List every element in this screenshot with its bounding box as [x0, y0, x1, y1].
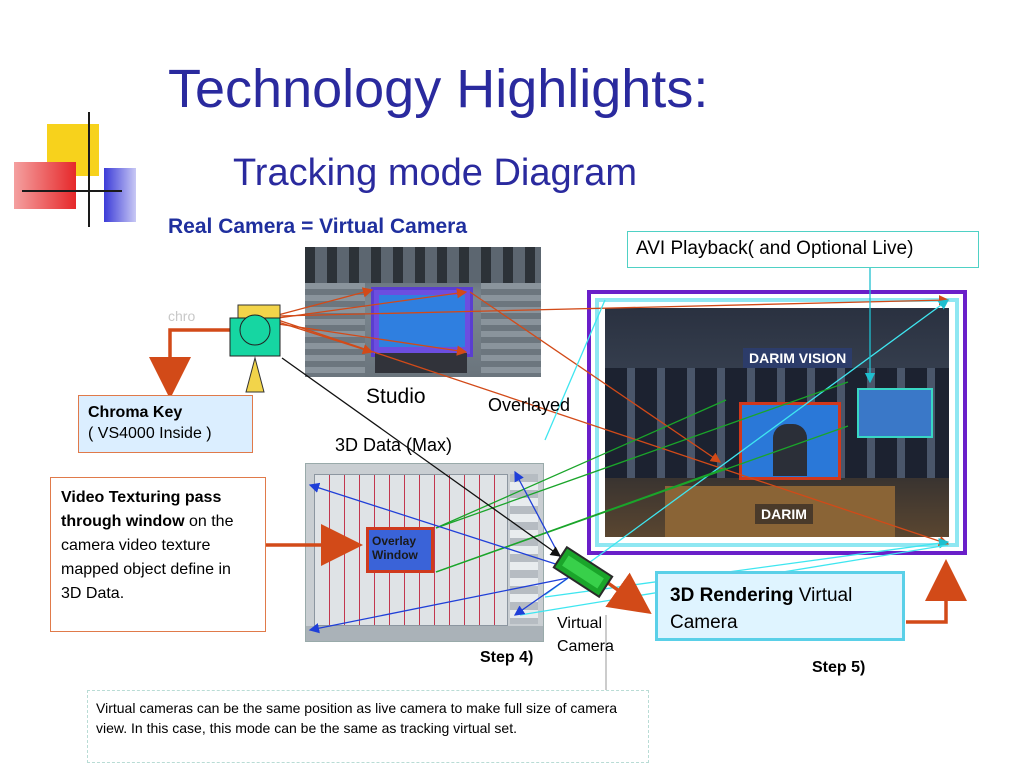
video-texturing-description: on the camera video texture mapped objec… [61, 513, 234, 602]
max-side-panel [510, 474, 538, 624]
decor-red-square [14, 162, 76, 209]
studio-lights [305, 247, 541, 283]
note-box: Virtual cameras can be the same position… [87, 690, 649, 763]
video-texturing-title: Video Texturing pass through window [61, 489, 222, 530]
chroma-key-title: Chroma Key [88, 404, 183, 421]
slide-subtitle: Tracking mode Diagram [233, 152, 638, 194]
thick-red-arrows [149, 328, 967, 624]
real-camera-heading: Real Camera = Virtual Camera [168, 215, 468, 238]
avi-playback-box: AVI Playback( and Optional Live) [627, 231, 979, 268]
decor-horizontal-line [22, 190, 122, 192]
chroma-key-box: Chroma Key ( VS4000 Inside ) [78, 395, 253, 453]
real-camera-red-lines [277, 287, 950, 547]
data-3d-label: 3D Data (Max) [335, 435, 453, 455]
rendering-title: 3D Rendering [670, 585, 794, 606]
max-bottom-bar [306, 626, 543, 641]
overlayed-label: Overlayed [488, 395, 571, 415]
video-texturing-box: Video Texturing pass through window on t… [50, 477, 266, 632]
studio-presenter [379, 295, 465, 347]
rendering-description: Virtual Camera [670, 585, 853, 633]
slide-title: Technology Highlights: [168, 59, 709, 119]
chroma-key-subtitle: ( VS4000 Inside ) [88, 425, 212, 442]
rendering-box: 3D Rendering Virtual Camera [655, 571, 905, 641]
virtual-camera-icon [552, 545, 614, 599]
decor-blue-square [104, 168, 136, 222]
studio-desk [375, 353, 467, 373]
virtual-camera-label-line2: Camera [557, 638, 614, 655]
black-line [281, 357, 562, 557]
step4-label: Step 4) [480, 649, 534, 666]
studio-side-panel-right [481, 283, 541, 377]
studio-label: Studio [366, 385, 426, 408]
virtual-camera-label-line1: Virtual [557, 615, 603, 632]
overlay-window-label: Overlay Window [366, 527, 434, 573]
real-camera-icon [229, 304, 281, 393]
darim-desk-sign: DARIM [755, 504, 813, 524]
darim-vision-sign: DARIM VISION [743, 348, 853, 368]
decor-vertical-line [88, 112, 90, 227]
step5-label: Step 5) [812, 659, 866, 676]
virtual-inset-monitor [857, 388, 933, 438]
max-viewport [314, 474, 508, 626]
blue-lines [308, 470, 569, 634]
chroma-faint-label: chro [168, 308, 196, 324]
